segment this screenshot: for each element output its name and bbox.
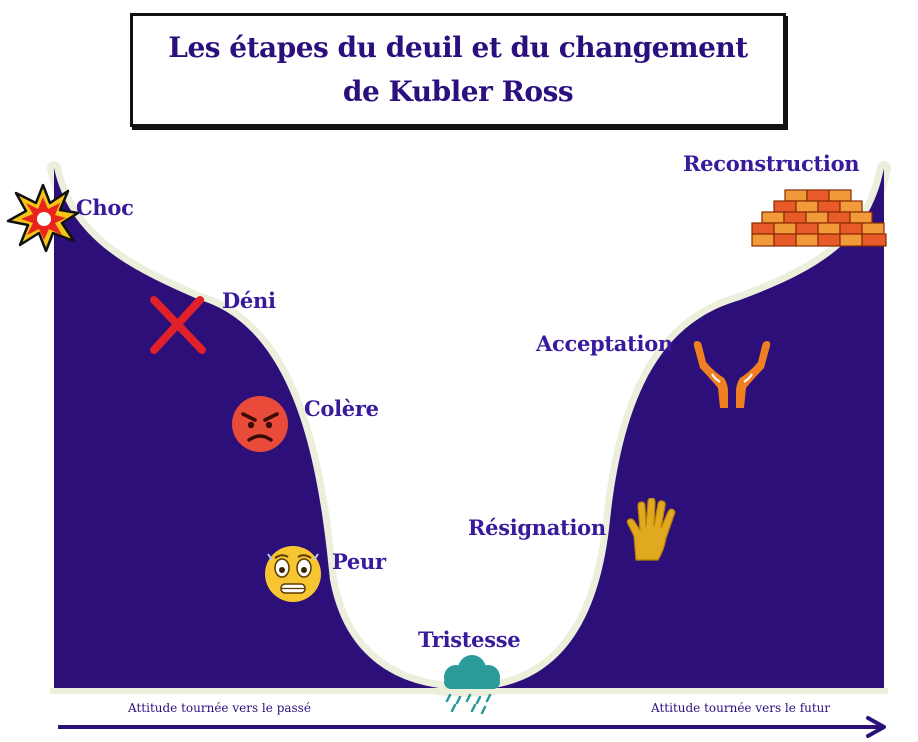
explosion-icon (6, 183, 80, 253)
stage-label-colere: Colère (304, 396, 379, 421)
axis-arrow-head (866, 716, 886, 738)
stage-label-reconstruction: Reconstruction (683, 151, 860, 176)
open-hands-icon (693, 341, 771, 408)
fearful-face-icon (265, 546, 321, 602)
axis-label-past: Attitude tournée vers le passé (128, 701, 311, 715)
stage-label-deni: Déni (222, 288, 276, 313)
brick-wall-icon (751, 189, 887, 247)
title-line-1: Les étapes du deuil et du changement (168, 31, 748, 64)
title-line-2: de Kubler Ross (342, 75, 574, 108)
stage-label-resignation: Résignation (468, 515, 606, 540)
baseline-border (50, 688, 888, 694)
stage-label-choc: Choc (76, 195, 134, 220)
stage-label-acceptation: Acceptation (536, 331, 673, 356)
stage-label-peur: Peur (332, 549, 386, 574)
curve-area-right (468, 168, 884, 690)
stage-label-tristesse: Tristesse (418, 627, 521, 652)
raised-hand-icon (626, 498, 676, 561)
title-box: Les étapes du deuil et du changement de … (130, 13, 786, 127)
axis-label-future: Attitude tournée vers le futur (651, 701, 831, 715)
angry-face-icon (232, 396, 288, 452)
rain-cloud-icon (444, 655, 500, 715)
cross-mark-icon (150, 296, 206, 354)
